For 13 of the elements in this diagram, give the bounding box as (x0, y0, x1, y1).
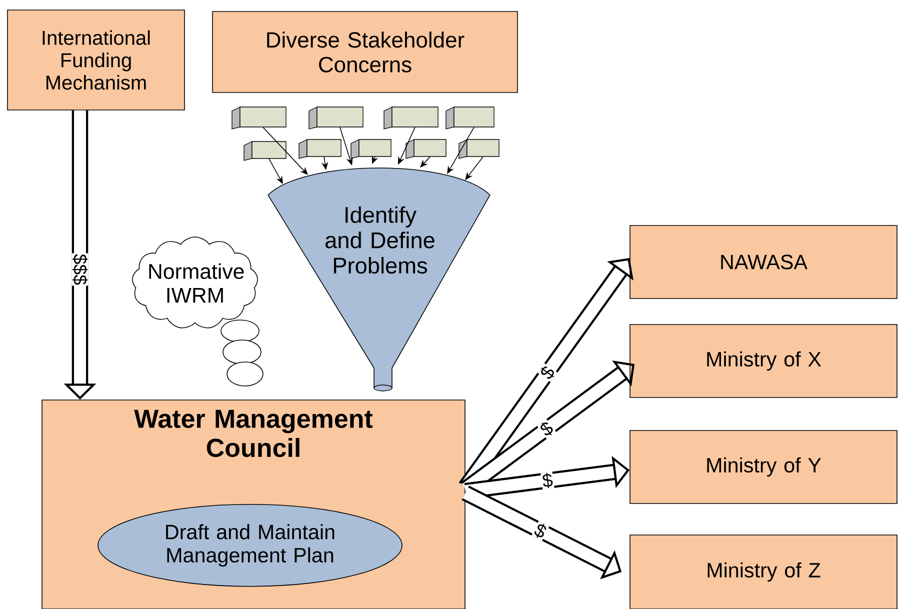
edge-label: $ (541, 366, 554, 379)
funnel: Identify and Define Problems (268, 168, 490, 392)
edge-label: $ (534, 524, 546, 538)
text-box: Ministry of X (630, 324, 898, 398)
edge-label: $$$ (72, 254, 88, 285)
text-box: NAWASA (630, 225, 898, 299)
text-box: International Funding Mechanism (7, 10, 185, 110)
text-box: Ministry of Z (630, 534, 898, 609)
edge-label: $ (542, 472, 553, 488)
edge-label: $ (540, 422, 553, 436)
text-box: Ministry of Y (630, 430, 898, 504)
text-box: Diverse Stakeholder Concerns (212, 11, 518, 93)
thought-cloud: Normative IWRM (132, 236, 264, 386)
